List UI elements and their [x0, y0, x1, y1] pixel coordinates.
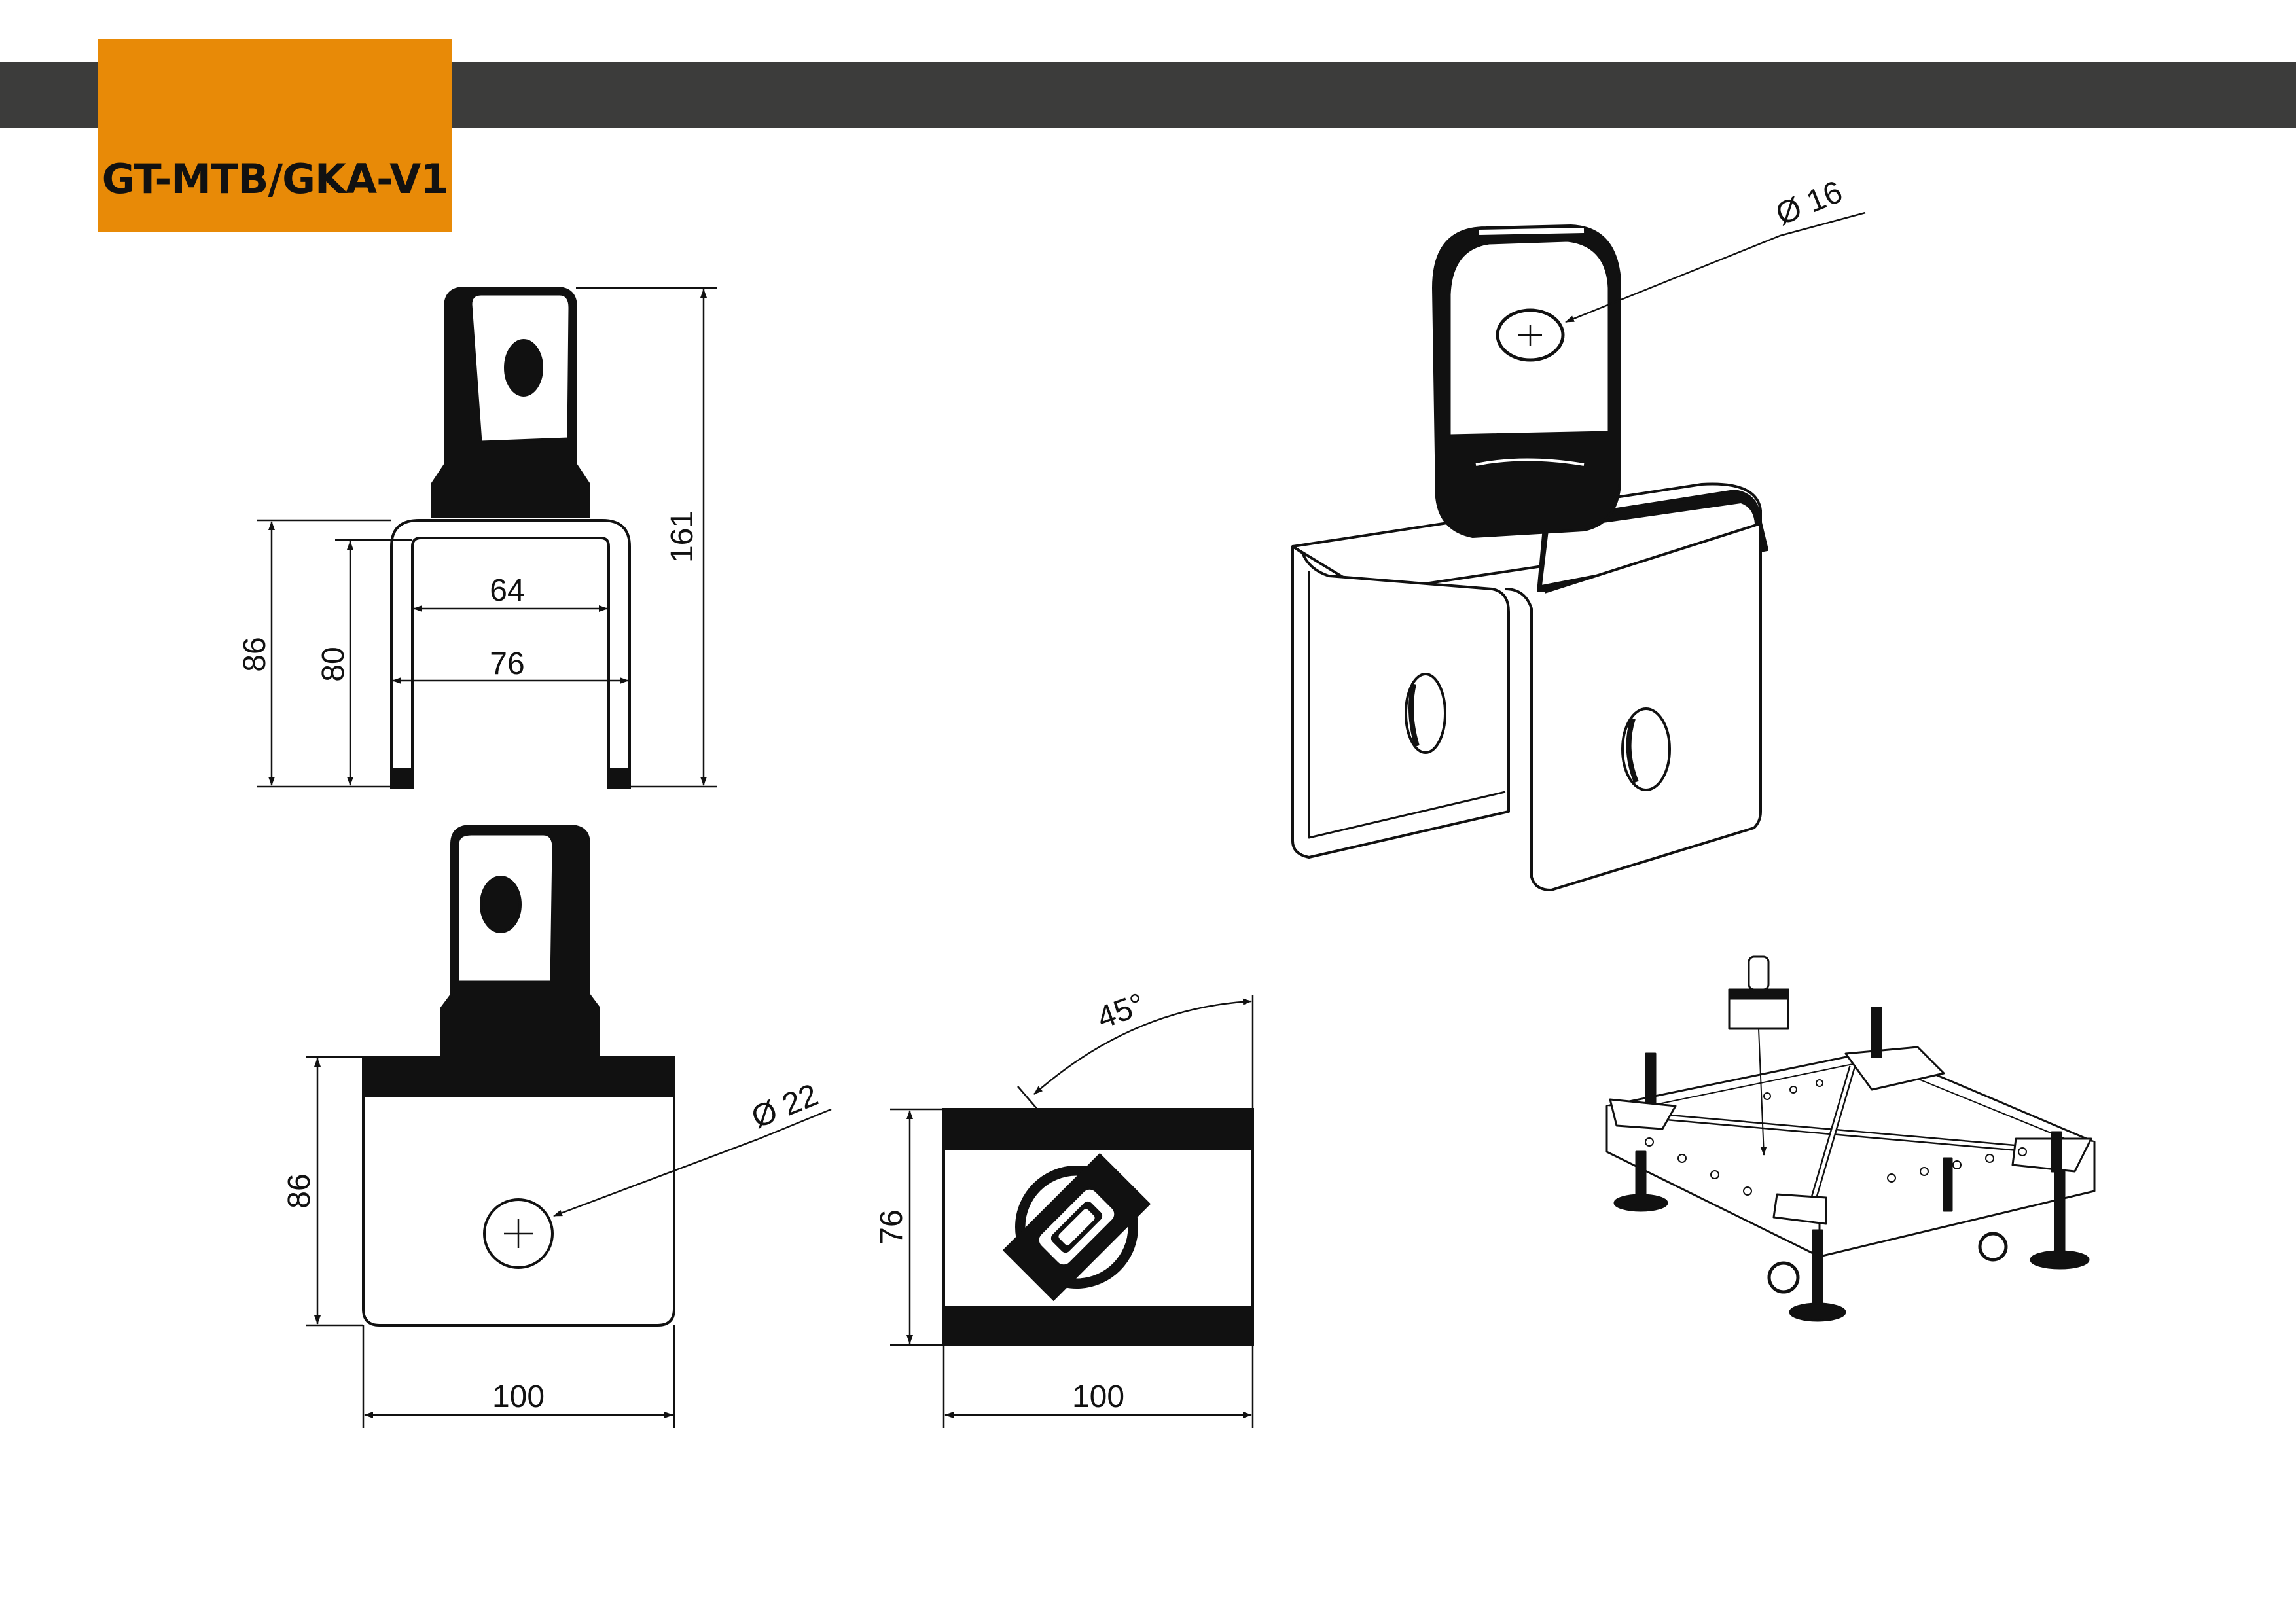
- side-view-dimensions: [257, 287, 717, 788]
- front-view-plate: [362, 1056, 675, 1327]
- dim-front-width: 100: [492, 1380, 545, 1414]
- dim-height-total: 161: [665, 510, 700, 563]
- dim-front-height: 86: [282, 1173, 317, 1208]
- dim-outer-width: 76: [490, 647, 524, 681]
- dim-front-hole: Ø 22: [747, 1078, 823, 1135]
- dim-top-width: 100: [1072, 1380, 1124, 1414]
- iso-view-dimension: [1565, 211, 1866, 323]
- dim-height-outer: 86: [238, 637, 272, 671]
- iso-view-left-skirt: [1291, 545, 1510, 859]
- front-view-pin-hole: [480, 876, 522, 933]
- product-code-badge: GT-MTB/GKA-V1: [98, 39, 452, 232]
- top-view-tongue-rotated: [1002, 1152, 1151, 1302]
- dim-inner-width: 64: [490, 573, 524, 608]
- side-view: [390, 287, 631, 789]
- top-view-dimensions: [890, 995, 1254, 1428]
- dim-top-height: 76: [874, 1209, 909, 1244]
- dim-top-angle: 45°: [1093, 987, 1149, 1036]
- iso-view-right-skirt: [1505, 522, 1762, 891]
- dim-pin-hole: Ø 16: [1771, 175, 1847, 232]
- truss-base-illustration: [1605, 955, 2096, 1322]
- truss-adapter-mini: [1728, 955, 1789, 1156]
- top-view: [942, 1108, 1254, 1346]
- dim-height-inner: 80: [316, 647, 351, 681]
- product-code: GT-MTB/GKA-V1: [101, 155, 449, 203]
- side-view-pin-hole: [504, 339, 543, 397]
- iso-view: [1291, 224, 1768, 891]
- front-view-dimensions: [306, 1056, 832, 1428]
- front-view: [362, 825, 675, 1327]
